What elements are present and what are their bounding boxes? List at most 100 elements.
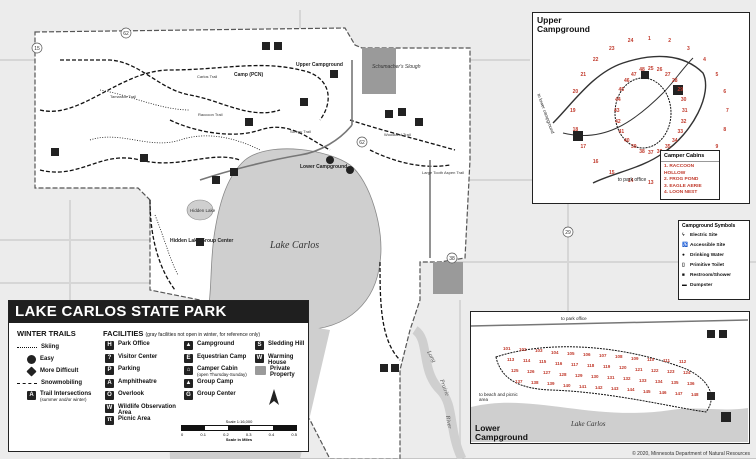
campsite-number[interactable]: 112 xyxy=(679,359,687,365)
dumpster-icon: ▬ xyxy=(682,283,687,288)
campsite-number[interactable]: 132 xyxy=(623,376,631,382)
campsite-number[interactable]: 47 xyxy=(631,71,637,78)
campsite-number[interactable]: 140 xyxy=(563,382,571,388)
campsite-number[interactable]: 18 xyxy=(572,126,579,133)
campsite-number[interactable]: 20 xyxy=(572,89,579,96)
campsite-number[interactable]: 144 xyxy=(627,387,635,393)
campsite-number[interactable]: 124 xyxy=(683,370,691,376)
campsite-number[interactable]: 1 xyxy=(648,36,651,42)
campsite-number[interactable]: 29 xyxy=(677,87,683,93)
campsite-number[interactable]: 145 xyxy=(643,388,651,394)
campsite-number[interactable]: 139 xyxy=(547,381,555,387)
campsite-number[interactable]: 24 xyxy=(627,38,634,45)
campsite-number[interactable]: 109 xyxy=(631,355,639,361)
campsite-number[interactable]: 135 xyxy=(671,380,679,385)
campsite-number[interactable]: 134 xyxy=(655,378,663,384)
campsite-number[interactable]: 3 xyxy=(687,45,690,52)
campsite-number[interactable]: 38 xyxy=(639,148,645,155)
campsite-number[interactable]: 48 xyxy=(639,67,645,74)
campsite-number[interactable]: 4 xyxy=(703,57,706,64)
campsite-number[interactable]: 17 xyxy=(580,144,586,150)
campsite-number[interactable]: 141 xyxy=(579,383,587,389)
cabin-loon-nest: 4. LOON NEST xyxy=(664,190,698,195)
campsite-number[interactable]: 36 xyxy=(657,149,663,155)
campsite-number[interactable]: 127 xyxy=(543,370,551,376)
campsite-number[interactable]: 33 xyxy=(677,129,683,135)
campsite-number[interactable]: 27 xyxy=(665,71,671,78)
campsite-number[interactable]: 126 xyxy=(527,369,535,375)
campsite-number[interactable]: 37 xyxy=(648,150,654,156)
campsite-number[interactable]: 25 xyxy=(648,66,654,72)
campsite-number[interactable]: 118 xyxy=(587,363,595,368)
campsite-number[interactable]: 110 xyxy=(647,356,655,362)
campsite-number[interactable]: 35 xyxy=(665,144,671,151)
campsite-number[interactable]: 40 xyxy=(623,137,630,144)
campsite-number[interactable]: 5 xyxy=(715,72,719,78)
campsite-number[interactable]: 128 xyxy=(559,371,567,377)
campsite-number[interactable]: 30 xyxy=(680,97,687,104)
campsite-number[interactable]: 111 xyxy=(663,358,671,363)
campsite-number[interactable]: 116 xyxy=(555,360,563,366)
campsite-number[interactable]: 15 xyxy=(609,170,615,177)
campsite-number[interactable]: 131 xyxy=(607,375,615,381)
campsite-number[interactable]: 39 xyxy=(631,144,637,151)
campsite-number[interactable]: 117 xyxy=(571,361,579,367)
campsite-number[interactable]: 34 xyxy=(672,137,678,144)
campsite-number[interactable]: 103 xyxy=(535,348,543,354)
campsite-number[interactable]: 101 xyxy=(503,346,511,351)
campsite-number[interactable]: 123 xyxy=(667,369,675,374)
campsite-number[interactable]: 46 xyxy=(623,78,630,85)
symbol-label: Drinking Water xyxy=(690,253,724,258)
campsite-number[interactable]: 142 xyxy=(595,385,603,390)
campsite-number[interactable]: 16 xyxy=(592,158,599,165)
facility-label: Picnic Area xyxy=(118,416,151,422)
campsite-number[interactable]: 129 xyxy=(575,372,583,378)
campsite-number[interactable]: 7 xyxy=(726,108,729,114)
campsite-number[interactable]: 120 xyxy=(619,365,627,371)
campsite-number[interactable]: 106 xyxy=(583,352,591,357)
campsite-number[interactable]: 143 xyxy=(611,386,619,392)
campsite-number[interactable]: 42 xyxy=(615,118,621,125)
campsite-number[interactable]: 108 xyxy=(615,354,623,360)
campsite-number[interactable]: 125 xyxy=(511,368,519,373)
campsite-number[interactable]: 133 xyxy=(639,377,647,383)
campsite-number[interactable]: 21 xyxy=(580,72,586,78)
campsite-number[interactable]: 43 xyxy=(614,108,620,114)
campsite-number[interactable]: 107 xyxy=(599,353,607,359)
campsite-number[interactable]: 32 xyxy=(680,118,687,125)
campsite-number[interactable]: 9 xyxy=(715,144,719,150)
campsite-number[interactable]: 13 xyxy=(648,180,654,186)
campsite-number[interactable]: 113 xyxy=(507,357,515,362)
campsite-number[interactable]: 119 xyxy=(603,364,611,370)
campsite-number[interactable]: 2 xyxy=(668,38,671,45)
campsite-number[interactable]: 138 xyxy=(531,380,539,386)
campsite-number[interactable]: 31 xyxy=(682,108,688,114)
campsite-number[interactable]: 26 xyxy=(656,67,663,74)
campsite-number[interactable]: 148 xyxy=(691,392,699,398)
campsite-number[interactable]: 105 xyxy=(567,350,575,356)
campsite-number[interactable]: 23 xyxy=(609,45,615,52)
campsite-number[interactable]: 6 xyxy=(723,89,727,96)
campsite-number[interactable]: 8 xyxy=(723,126,727,133)
campsite-number[interactable]: 45 xyxy=(618,87,625,93)
campsite-number[interactable]: 44 xyxy=(615,97,621,104)
campsite-number[interactable]: 22 xyxy=(592,57,599,64)
campsite-number[interactable]: 137 xyxy=(515,379,523,384)
campsite-number[interactable]: 122 xyxy=(651,367,659,373)
campsite-number[interactable]: 104 xyxy=(551,349,559,355)
campsite-number[interactable]: 146 xyxy=(659,389,667,395)
campsite-number[interactable]: 147 xyxy=(675,391,683,396)
campsite-number[interactable]: 121 xyxy=(635,366,643,372)
campsite-number[interactable]: 115 xyxy=(539,359,547,365)
campsite-number[interactable]: 102 xyxy=(519,347,527,353)
campsite-number[interactable]: 130 xyxy=(591,374,599,379)
campsite-number[interactable]: 14 xyxy=(627,177,634,184)
campsite-number[interactable]: 136 xyxy=(687,381,695,387)
campsite-number[interactable]: 19 xyxy=(570,108,576,114)
campsite-number[interactable]: 28 xyxy=(672,78,678,85)
campsite-number[interactable]: 114 xyxy=(523,358,531,364)
campsite-number[interactable]: 41 xyxy=(618,129,625,135)
